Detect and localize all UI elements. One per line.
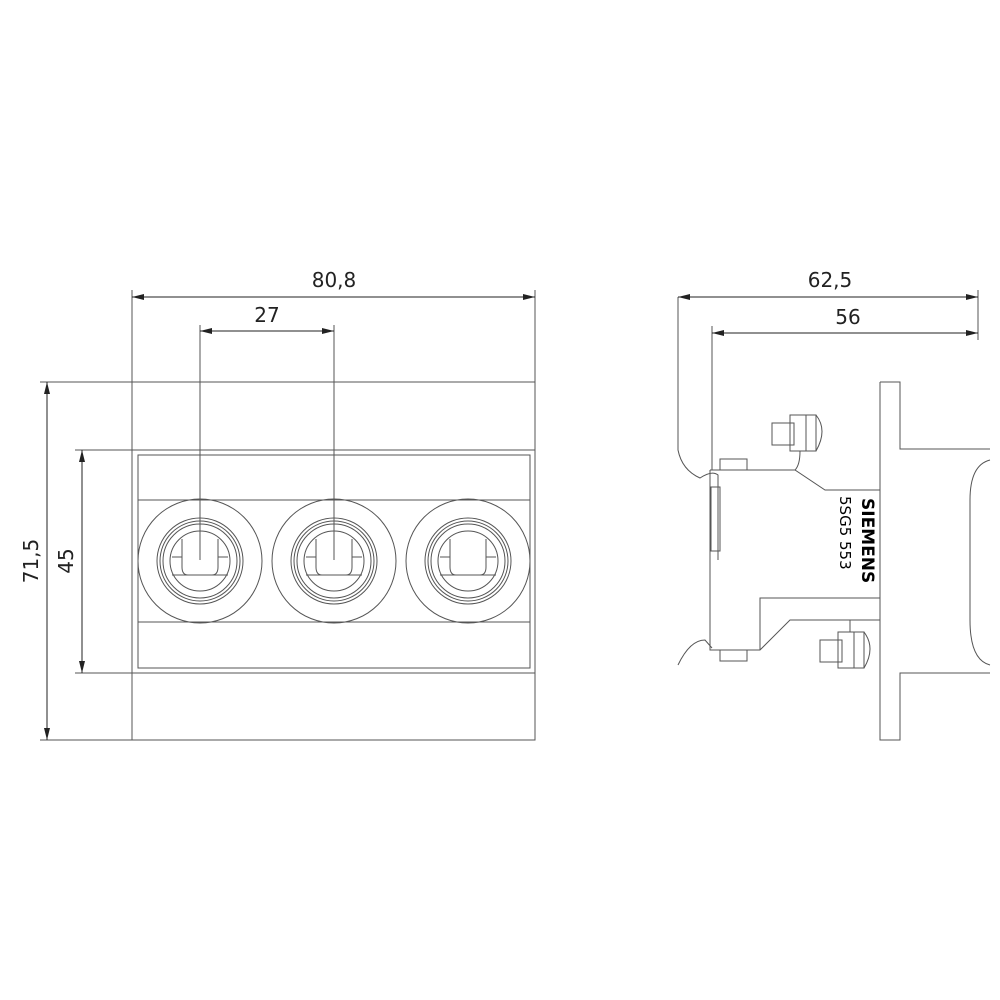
side-dimensions: 62,5 56 [678,268,979,470]
dim-height-body: 45 [54,548,78,573]
brand-label: SIEMENS [857,498,877,583]
side-view: SIEMENS 5SG5 553 [677,297,991,741]
front-dimensions: 80,8 27 71,5 45 [19,268,536,741]
part-number-label: 5SG5 553 [836,496,854,570]
dim-height-overall: 71,5 [19,539,43,584]
rail-recess [969,459,991,666]
terminal [137,498,263,624]
dim-width-overall: 80,8 [312,268,357,292]
dim-depth-overall: 62,5 [808,268,853,292]
dim-pitch: 27 [254,303,279,327]
housing [709,469,880,651]
dim-depth-body: 56 [835,305,860,329]
mounting-rail [879,381,990,741]
terminal [405,498,531,624]
